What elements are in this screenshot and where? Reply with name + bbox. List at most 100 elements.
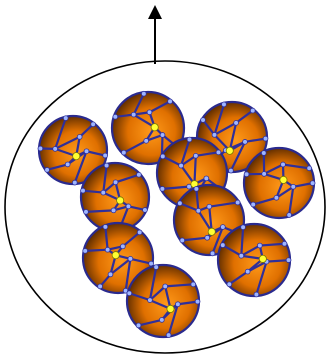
- center-node: [112, 252, 119, 259]
- network-node: [262, 172, 267, 177]
- network-node: [159, 318, 164, 323]
- network-node: [137, 230, 142, 235]
- network-node: [101, 190, 106, 195]
- network-node: [105, 247, 110, 252]
- network-node: [147, 110, 152, 115]
- network-node: [104, 163, 109, 168]
- network-node: [141, 91, 146, 96]
- network-node: [220, 243, 225, 248]
- network-node: [98, 284, 103, 289]
- network-node: [149, 261, 154, 266]
- network-node: [239, 253, 244, 258]
- network-node: [220, 225, 225, 230]
- network-node: [84, 149, 89, 154]
- network-node: [113, 180, 118, 185]
- particles-group: [38, 91, 315, 337]
- center-node: [208, 228, 215, 235]
- network-node: [143, 208, 148, 213]
- center-node: [151, 124, 158, 131]
- network-node: [103, 153, 108, 158]
- network-node: [163, 284, 168, 289]
- network-node: [113, 114, 118, 119]
- network-node: [126, 204, 131, 209]
- network-node: [154, 265, 159, 270]
- network-node: [291, 184, 296, 189]
- network-node: [136, 172, 141, 177]
- network-node: [234, 120, 239, 125]
- center-node: [73, 153, 80, 160]
- network-node: [121, 150, 126, 155]
- network-node: [160, 186, 165, 191]
- network-node: [91, 122, 96, 127]
- network-node: [111, 208, 116, 213]
- network-node: [227, 282, 232, 287]
- network-node: [84, 210, 89, 215]
- network-node: [128, 256, 133, 261]
- network-node: [160, 154, 165, 159]
- network-node: [81, 188, 86, 193]
- network-node: [274, 195, 279, 200]
- network-node: [263, 136, 268, 141]
- network-node: [180, 238, 185, 243]
- network-node: [72, 180, 77, 185]
- particle-sphere: [218, 224, 291, 297]
- network-node: [193, 153, 198, 158]
- network-node: [191, 282, 196, 287]
- network-node: [196, 208, 201, 213]
- network-node: [194, 186, 199, 191]
- network-node: [38, 146, 43, 151]
- network-node: [282, 241, 287, 246]
- network-node: [245, 269, 250, 274]
- network-edge: [85, 250, 107, 251]
- network-node: [201, 118, 206, 123]
- network-node: [244, 172, 249, 177]
- network-node: [148, 298, 153, 303]
- network-node: [179, 163, 184, 168]
- center-node: [117, 197, 124, 204]
- network-node: [53, 146, 58, 151]
- upward-arrow: [148, 5, 162, 64]
- network-node: [257, 243, 262, 248]
- sphere-body: [244, 148, 314, 218]
- particle-sphere: [127, 265, 200, 338]
- network-node: [251, 202, 256, 207]
- network-node: [229, 168, 234, 173]
- network-node: [254, 292, 259, 297]
- network-node: [216, 150, 221, 155]
- network-node: [210, 251, 215, 256]
- network-node: [205, 235, 210, 240]
- network-node: [261, 151, 266, 156]
- network-node: [103, 224, 108, 229]
- center-node: [280, 176, 287, 183]
- network-node: [120, 244, 125, 249]
- network-node: [175, 302, 180, 307]
- network-node: [235, 200, 240, 205]
- network-node: [65, 162, 70, 167]
- network-node: [131, 112, 136, 117]
- network-node: [177, 201, 182, 206]
- network-node: [160, 133, 165, 138]
- network-node: [144, 138, 149, 143]
- network-node: [127, 291, 132, 296]
- network-node: [222, 102, 227, 107]
- center-node: [167, 305, 174, 312]
- network-edge: [194, 156, 195, 184]
- network-edge: [266, 260, 288, 261]
- network-node: [83, 248, 88, 253]
- arrow-head-icon: [148, 5, 162, 19]
- particle-sphere: [244, 148, 315, 218]
- network-node: [250, 108, 255, 113]
- network-node: [166, 333, 171, 338]
- network-node: [108, 272, 113, 277]
- particle-sphere: [81, 163, 149, 232]
- network-node: [45, 167, 50, 172]
- network-node: [207, 204, 212, 209]
- network-node: [204, 176, 209, 181]
- network-node: [307, 166, 312, 171]
- network-edge: [86, 210, 114, 212]
- network-node: [241, 225, 246, 230]
- network-node: [136, 323, 141, 328]
- network-node: [287, 213, 292, 218]
- network-node: [286, 258, 291, 263]
